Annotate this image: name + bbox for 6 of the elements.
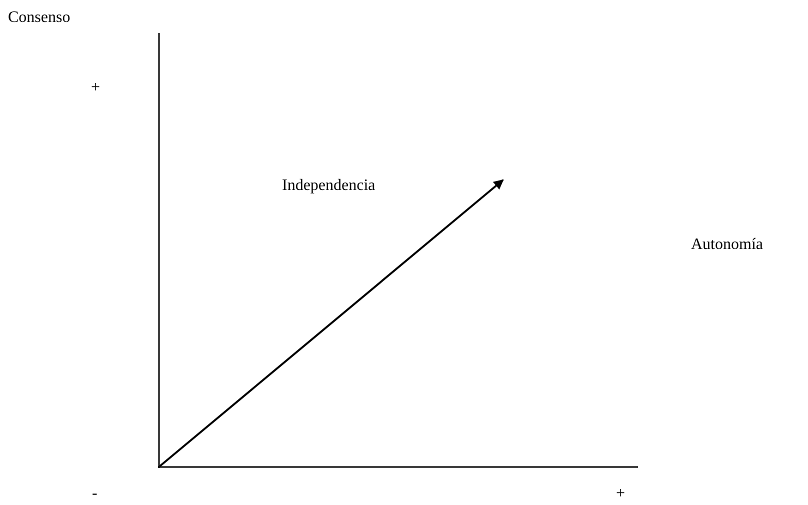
- axis-tick-label: +: [616, 486, 626, 502]
- axis-label: Autonomía: [691, 237, 763, 253]
- axis-tick-label: +: [91, 80, 100, 96]
- arrow-label: Independencia: [282, 178, 376, 194]
- axis-tick-label: -: [92, 486, 98, 502]
- axis-label: Consenso: [8, 10, 70, 26]
